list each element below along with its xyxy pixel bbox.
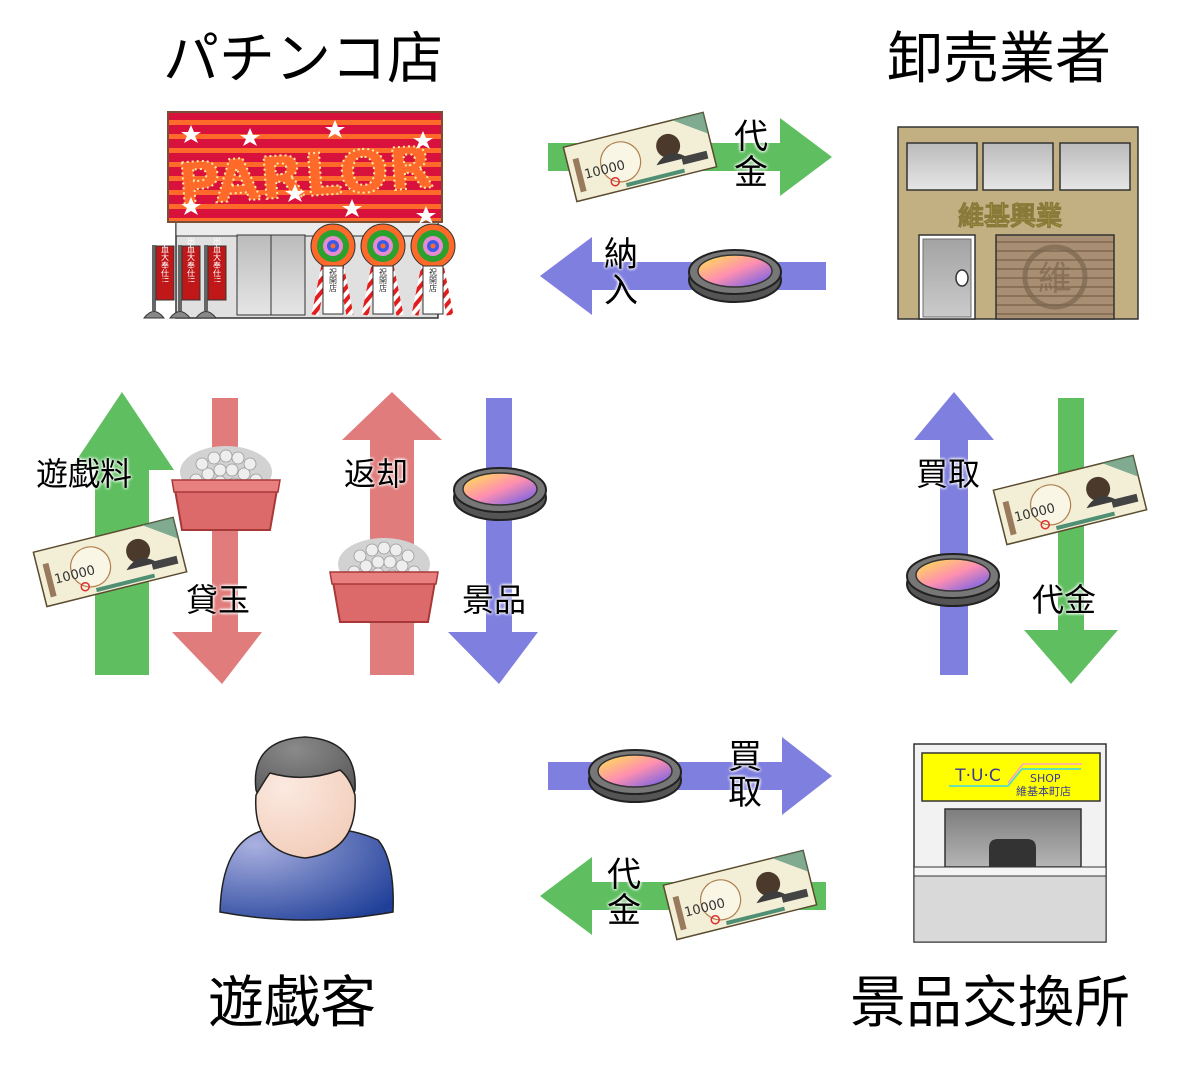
node-label-exchange: 景品交換所 bbox=[850, 971, 1130, 1036]
shop-word: SHOP bbox=[1030, 772, 1061, 785]
flow-label-balls: 貸玉 bbox=[186, 581, 251, 619]
flow-label-fee: 遊戯料 bbox=[36, 455, 133, 493]
shutter-mark: 維 bbox=[1038, 259, 1072, 299]
flow-label-return: 返却 bbox=[344, 455, 409, 493]
arrow-parlor-to-player-prize bbox=[448, 398, 538, 684]
wreath-text: 祝開店 bbox=[429, 267, 438, 293]
flow-label-delivery: 納入 bbox=[604, 235, 638, 311]
flower-wreaths: 祝開店 祝開店 祝開店 bbox=[310, 223, 456, 316]
wreath-text: 祝開店 bbox=[379, 267, 388, 293]
flow-label-payment: 代金 bbox=[734, 117, 768, 193]
shop-brand: T·U·C bbox=[954, 766, 1001, 786]
banner-text: 出血大奉仕!! bbox=[161, 236, 170, 283]
wholesaler-sign-text: 維基興業 bbox=[958, 201, 1062, 232]
banner-flags: 出血大奉仕!! 出血大奉仕!! 出血大奉仕!! bbox=[142, 236, 227, 319]
flow-label-buy: 買取 bbox=[728, 737, 762, 813]
flow-label-prize: 景品 bbox=[462, 581, 527, 619]
arrow-parlor-to-player-balls bbox=[172, 398, 262, 684]
arrow-player-to-exchange-buy bbox=[548, 737, 832, 815]
node-label-player: 遊戯客 bbox=[208, 971, 376, 1036]
parlor-sign-text: PARLOR bbox=[176, 133, 436, 219]
banner-text: 出血大奉仕!! bbox=[213, 236, 222, 283]
flow-label-payment: 代金 bbox=[1032, 581, 1097, 619]
arrow-player-to-parlor-return bbox=[342, 392, 442, 675]
wreath-text: 祝開店 bbox=[329, 267, 338, 293]
arrow-exchange-to-wholesaler-buy bbox=[914, 392, 994, 675]
banner-text: 出血大奉仕!! bbox=[187, 236, 196, 283]
flow-label-buy: 買取 bbox=[916, 455, 981, 493]
node-label-wholesaler: 卸売業者 bbox=[887, 27, 1111, 92]
arrow-wholesaler-to-parlor bbox=[540, 237, 826, 315]
node-label-parlor: パチンコ店 bbox=[163, 27, 443, 92]
shop-branch: 維基本町店 bbox=[1016, 784, 1071, 798]
arrow-wholesaler-to-exchange-payment bbox=[1024, 398, 1118, 684]
flow-label-payment: 代金 bbox=[607, 855, 641, 931]
